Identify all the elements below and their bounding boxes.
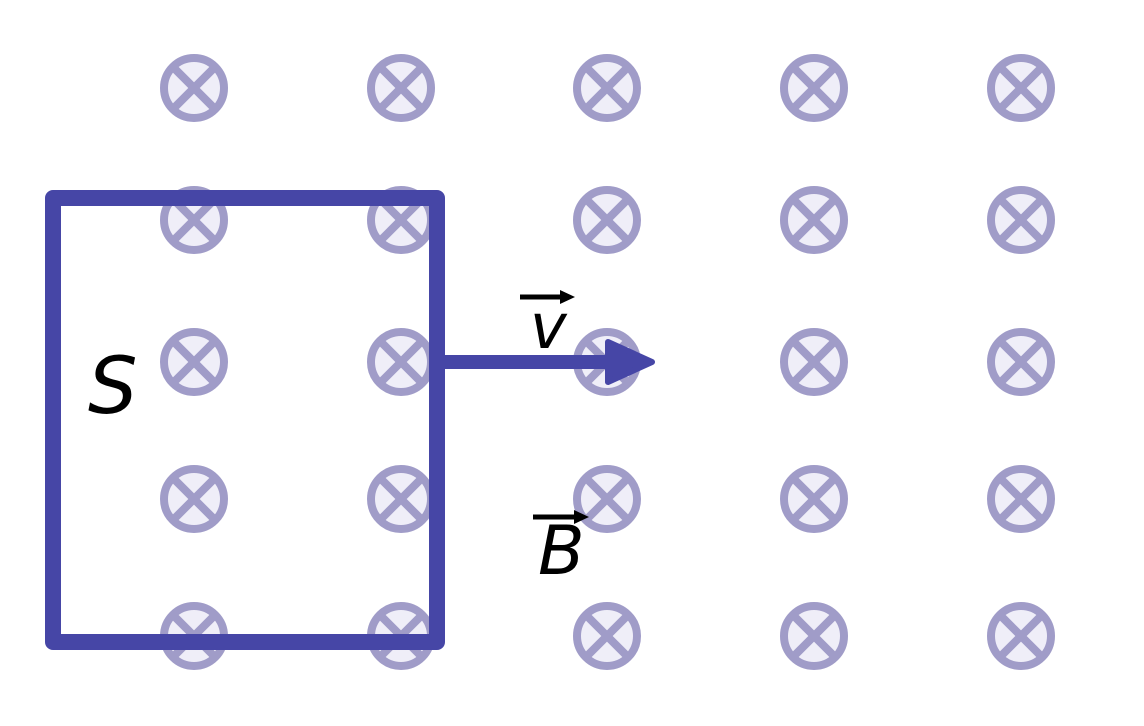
cross-into-page-icon [577, 58, 637, 118]
cross-into-page-icon [371, 469, 431, 529]
field-vector-arrow-icon [533, 510, 589, 524]
conducting-loop [45, 190, 445, 650]
velocity-arrowhead-icon [605, 339, 655, 385]
cross-into-page-icon [164, 58, 224, 118]
cross-into-page-icon [371, 332, 431, 392]
field-label: B [538, 512, 585, 591]
cross-into-page-icon [164, 469, 224, 529]
surface-label: S [88, 342, 138, 432]
cross-into-page-icon [991, 469, 1051, 529]
cross-into-page-icon [991, 332, 1051, 392]
cross-into-page-icon [991, 58, 1051, 118]
cross-into-page-icon [784, 469, 844, 529]
cross-into-page-icon [784, 606, 844, 666]
velocity-vector-arrow-icon [520, 290, 575, 304]
cross-into-page-icon [371, 58, 431, 118]
cross-into-page-icon [577, 606, 637, 666]
cross-into-page-icon [784, 58, 844, 118]
cross-into-page-icon [577, 190, 637, 250]
cross-into-page-icon [991, 606, 1051, 666]
cross-into-page-icon [991, 190, 1051, 250]
cross-into-page-icon [784, 190, 844, 250]
cross-into-page-icon [577, 469, 637, 529]
cross-into-page-icon [164, 332, 224, 392]
cross-into-page-icon [784, 332, 844, 392]
